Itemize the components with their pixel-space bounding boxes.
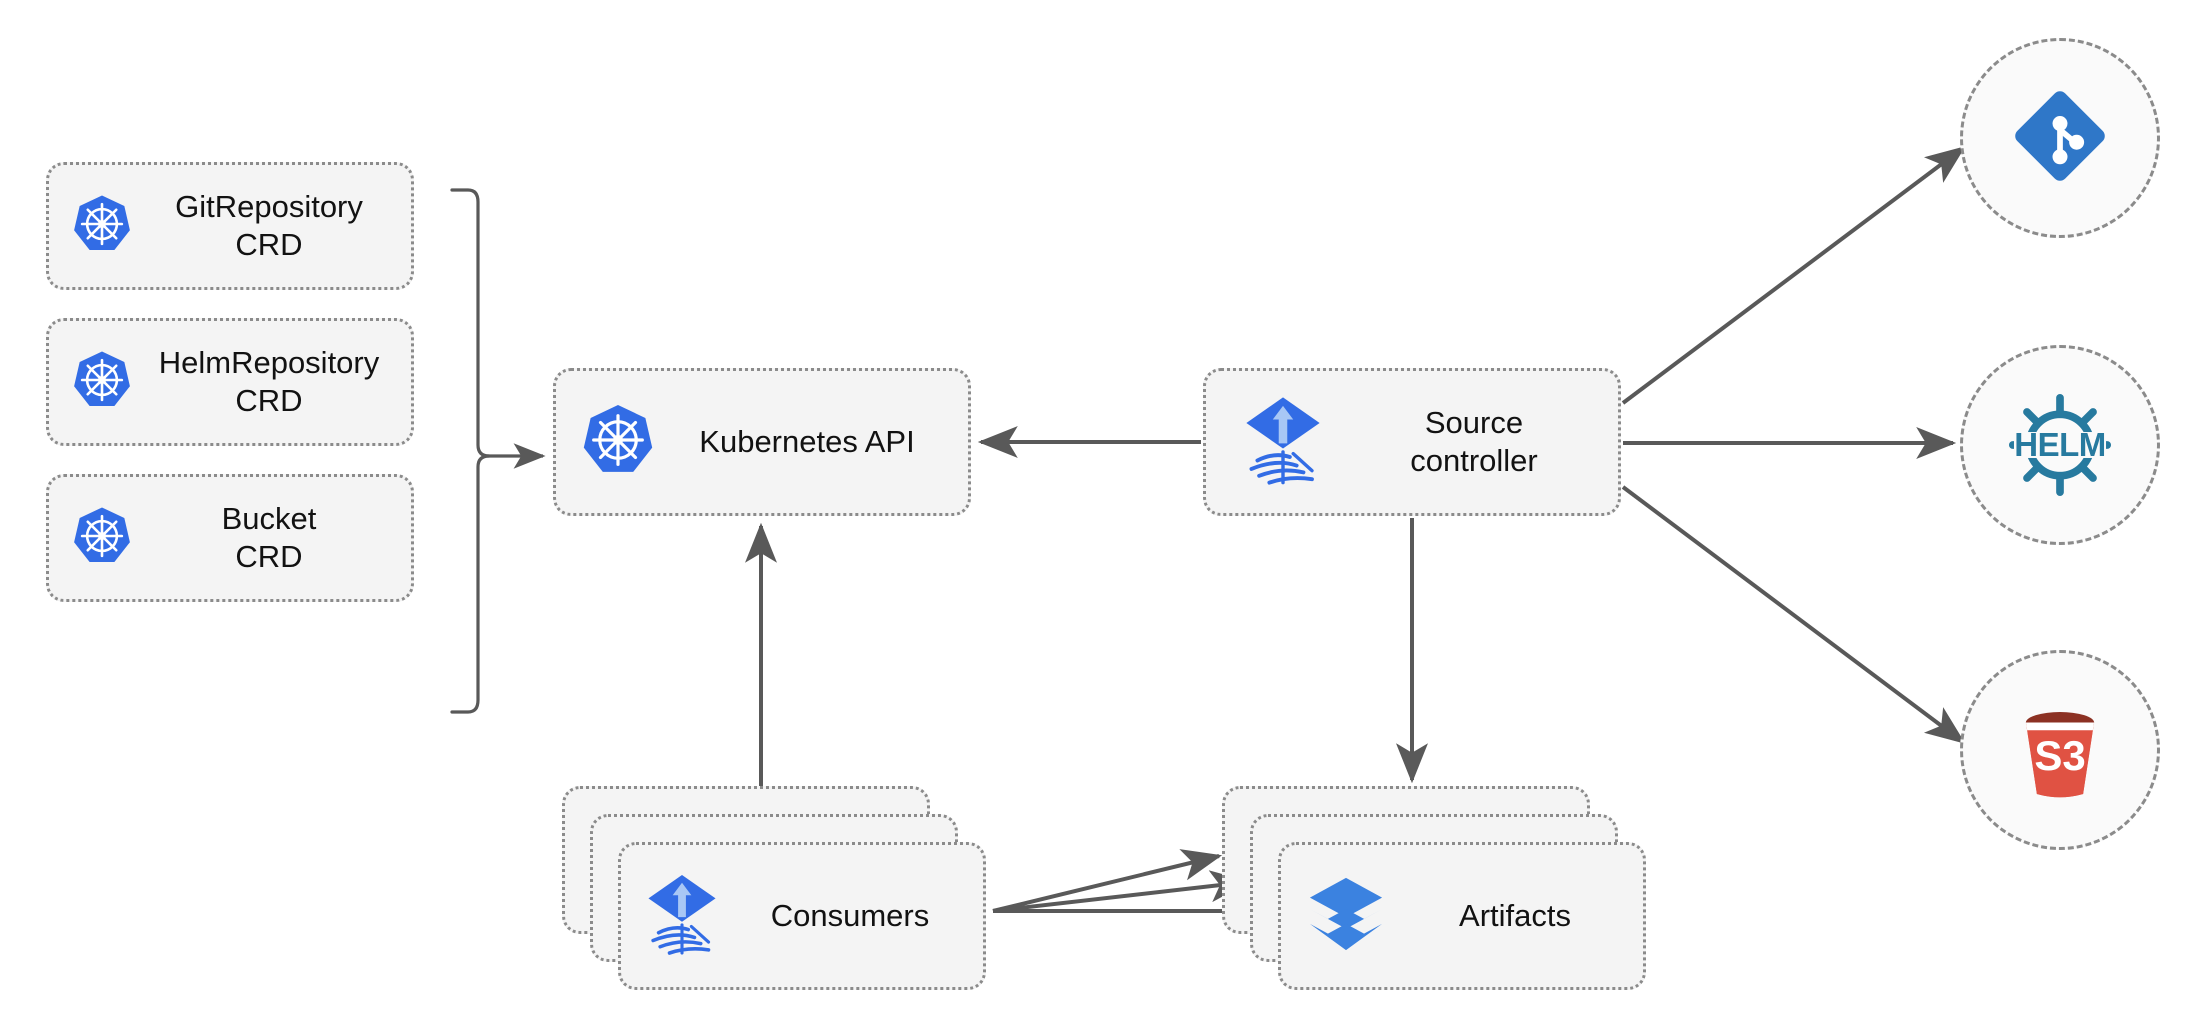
flux-icon bbox=[1240, 394, 1326, 491]
helm-icon: HELM bbox=[2001, 386, 2119, 504]
edge-source-to-s3 bbox=[1621, 485, 1966, 744]
stack-layer-front[interactable]: Artifacts bbox=[1278, 842, 1646, 990]
node-consumers[interactable]: Consumers bbox=[562, 786, 992, 996]
crd-label: HelmRepository CRD bbox=[158, 345, 380, 418]
kubernetes-icon bbox=[71, 505, 133, 572]
node-s3-source[interactable]: S3 bbox=[1960, 650, 2160, 850]
node-git-source[interactable] bbox=[1960, 38, 2160, 238]
flux-icon bbox=[643, 871, 721, 962]
node-bucket-crd[interactable]: Bucket CRD bbox=[46, 474, 414, 602]
node-kubernetes-api[interactable]: Kubernetes API bbox=[553, 368, 971, 516]
node-artifacts[interactable]: Artifacts bbox=[1222, 786, 1652, 996]
layers-icon bbox=[1305, 873, 1387, 960]
node-label: Consumers bbox=[770, 898, 930, 933]
crd-group-bracket bbox=[450, 188, 546, 714]
node-source-controller[interactable]: Source controller bbox=[1203, 368, 1621, 516]
crd-label: GitRepository CRD bbox=[175, 189, 363, 262]
node-gitrepository-crd[interactable]: GitRepository CRD bbox=[46, 162, 414, 290]
edge-consumers-to-artifacts-top bbox=[992, 849, 1223, 913]
git-icon bbox=[2008, 84, 2112, 193]
edge-consumers-to-artifacts-mid bbox=[992, 870, 1251, 913]
node-label: Artifacts bbox=[1459, 898, 1571, 933]
stack-layer-front[interactable]: Consumers bbox=[618, 842, 986, 990]
node-helm-source[interactable]: HELM bbox=[1960, 345, 2160, 545]
kubernetes-icon bbox=[71, 349, 133, 416]
helm-wordmark: HELM bbox=[2014, 426, 2106, 463]
crd-label: Bucket CRD bbox=[221, 501, 317, 574]
node-label: Source controller bbox=[1410, 405, 1538, 478]
kubernetes-icon bbox=[580, 402, 656, 483]
s3-icon: S3 bbox=[2005, 695, 2115, 805]
edge-source-to-git bbox=[1621, 146, 1966, 405]
kubernetes-icon bbox=[71, 193, 133, 260]
s3-wordmark: S3 bbox=[2034, 732, 2086, 779]
node-helmrepository-crd[interactable]: HelmRepository CRD bbox=[46, 318, 414, 446]
node-label: Kubernetes API bbox=[699, 424, 915, 460]
